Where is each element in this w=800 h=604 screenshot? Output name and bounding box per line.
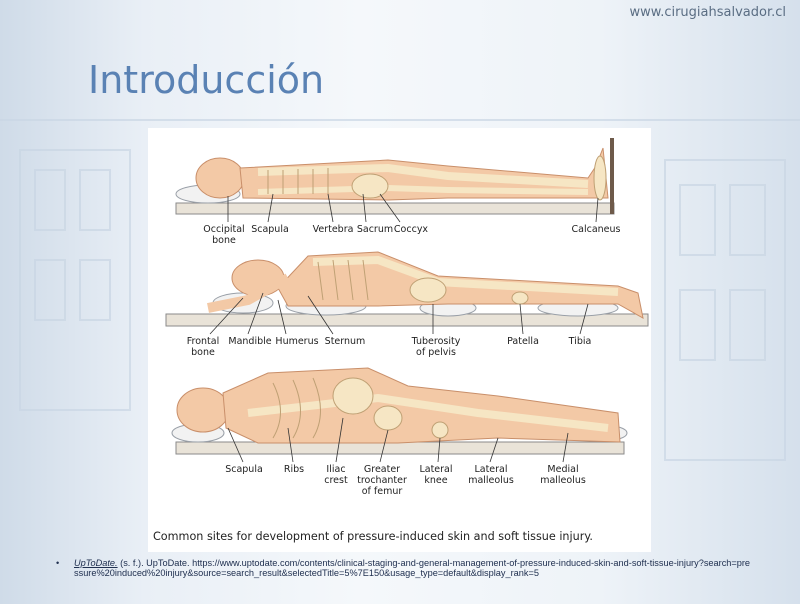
label-scapula-lateral: Scapula bbox=[225, 464, 263, 475]
supine-figure bbox=[175, 138, 615, 223]
lateral-figure bbox=[171, 367, 628, 463]
label-patella: Patella bbox=[507, 336, 539, 347]
reference-text-container: UpToDate. (s. f.). UpToDate. https://www… bbox=[74, 558, 754, 578]
bullet-marker: • bbox=[56, 558, 60, 568]
website-url: www.cirugiahsalvador.cl bbox=[629, 5, 786, 20]
label-coccyx: Coccyx bbox=[393, 224, 429, 235]
label-mandible: Mandible bbox=[228, 336, 272, 347]
label-tuberosity-of-pelvis: Tuberosity of pelvis bbox=[411, 336, 461, 358]
label-frontal-bone: Frontal bone bbox=[186, 336, 220, 358]
pressure-sites-figure: Occipital bone Scapula Vertebra Sacrum C… bbox=[148, 128, 651, 552]
label-sternum: Sternum bbox=[324, 336, 366, 347]
label-sacrum: Sacrum bbox=[356, 224, 394, 235]
label-vertebra: Vertebra bbox=[312, 224, 354, 235]
reference-source-link[interactable]: UpToDate. bbox=[74, 558, 118, 568]
label-scapula: Scapula bbox=[251, 224, 289, 235]
label-greater-trochanter-of-femur: Greater trochanter of femur bbox=[357, 464, 407, 497]
pressure-sites-illustration bbox=[165, 138, 649, 463]
label-humerus: Humerus bbox=[275, 336, 319, 347]
label-occipital-bone: Occipital bone bbox=[203, 224, 245, 246]
label-medial-malleolus: Medial malleolus bbox=[540, 464, 586, 486]
label-lateral-malleolus: Lateral malleolus bbox=[468, 464, 514, 486]
figure-caption: Common sites for development of pressure… bbox=[153, 530, 593, 543]
label-tibia: Tibia bbox=[568, 336, 592, 347]
label-ribs: Ribs bbox=[283, 464, 305, 475]
reference-text: (s. f.). UpToDate. https://www.uptodate.… bbox=[74, 558, 751, 578]
label-lateral-knee: Lateral knee bbox=[419, 464, 453, 486]
label-iliac-crest: Iliac crest bbox=[324, 464, 348, 486]
label-calcaneus: Calcaneus bbox=[571, 224, 621, 235]
prone-figure bbox=[165, 251, 649, 335]
slide-title: Introducción bbox=[88, 58, 325, 102]
